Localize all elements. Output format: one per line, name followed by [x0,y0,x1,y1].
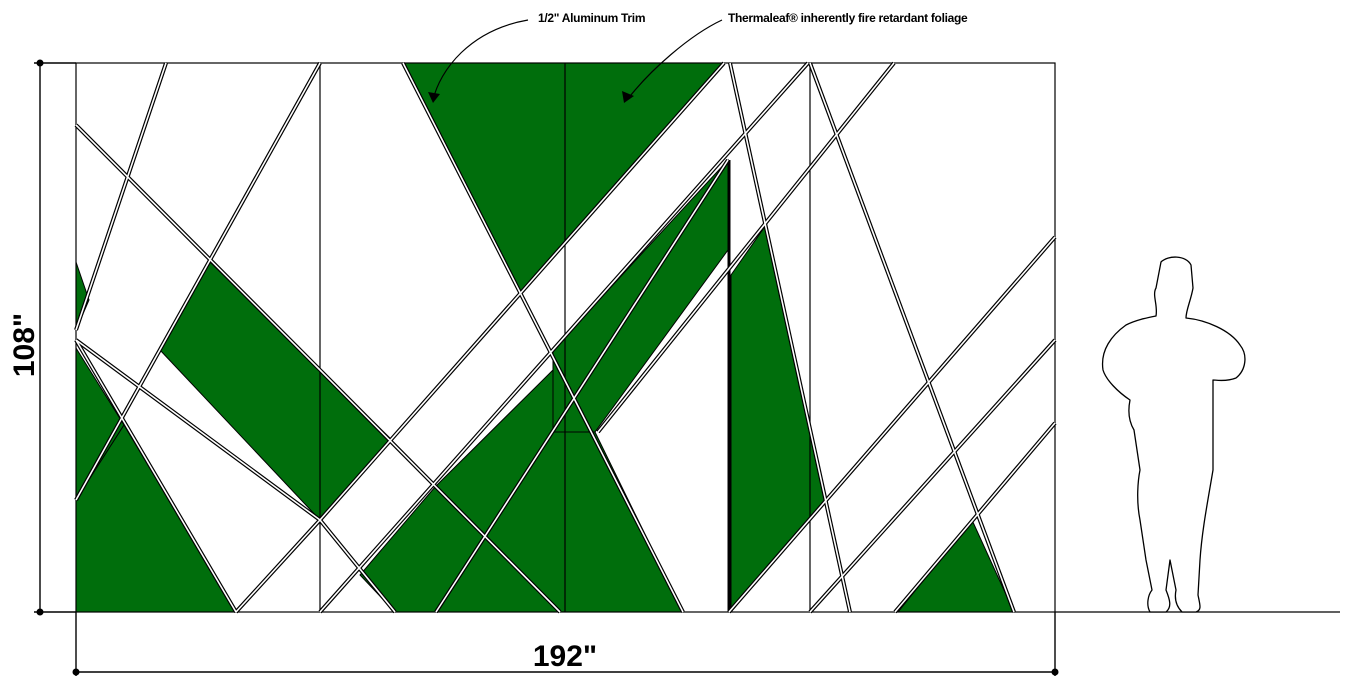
width-dimension-label: 192" [533,640,597,673]
foliage-leader [626,19,723,101]
foliage-panel [319,368,393,522]
foliage-leader-arrowhead [622,91,634,103]
foliage-callout-label: Thermaleaf® inherently fire retardant fo… [728,11,968,25]
human-silhouette-icon [1101,256,1246,613]
trim-leader [432,19,529,101]
foliage-panel [159,261,321,522]
height-dimension [34,59,76,616]
width-dimension [72,612,1059,676]
height-dimension-label: 108" [8,313,41,377]
callout-leaders [432,19,723,101]
trim-leader-arrowhead [428,92,440,103]
trim-callout-label: 1/2" Aluminum Trim [538,11,645,25]
aluminum-trim-strips [74,61,1057,614]
